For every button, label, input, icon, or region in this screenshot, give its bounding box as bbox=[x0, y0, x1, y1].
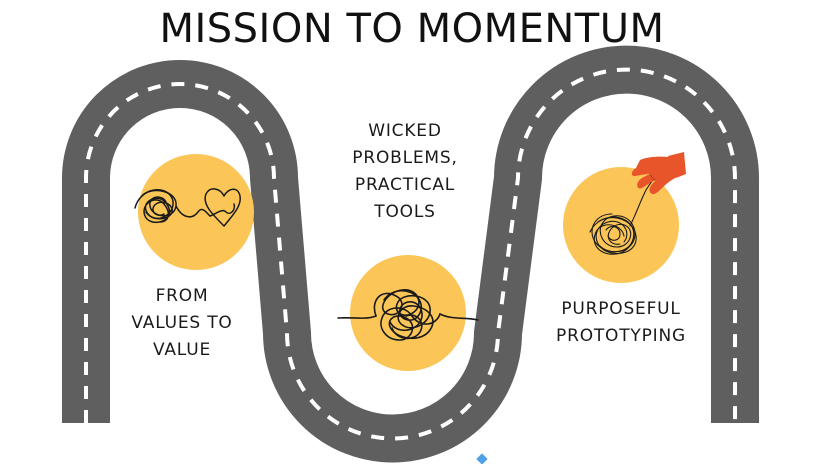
stage-label-line: VALUE bbox=[153, 340, 211, 360]
stage-circle-problems bbox=[350, 255, 466, 371]
stage-label-values: FROM VALUES TO VALUE bbox=[122, 283, 242, 364]
hand-pulling-thread-icon bbox=[589, 152, 686, 255]
stage-label-line: PROTOTYPING bbox=[556, 326, 686, 346]
stage-label-line: FROM bbox=[155, 286, 209, 306]
tangled-line-to-heart-icon bbox=[134, 188, 241, 227]
road-center-dashes bbox=[84, 67, 737, 441]
stage-label-prototyping: PURPOSEFUL PROTOTYPING bbox=[540, 296, 702, 350]
stage-label-line: VALUES TO bbox=[131, 313, 233, 333]
marker-diamond bbox=[476, 453, 488, 464]
stage-label-problems: WICKED PROBLEMS, PRACTICAL TOOLS bbox=[330, 118, 480, 226]
tangled-scribble-icon bbox=[337, 289, 479, 341]
stage-label-line: WICKED bbox=[368, 121, 442, 141]
stage-label-line: PRACTICAL bbox=[354, 175, 456, 195]
stage-label-line: TOOLS bbox=[374, 202, 436, 222]
page-title: MISSION TO MOMENTUM bbox=[159, 6, 665, 52]
stage-label-line: PROBLEMS, bbox=[352, 148, 458, 168]
stage-circle-prototyping bbox=[563, 167, 679, 283]
stage-label-line: PURPOSEFUL bbox=[561, 299, 681, 319]
stage-circle-values bbox=[138, 154, 254, 270]
